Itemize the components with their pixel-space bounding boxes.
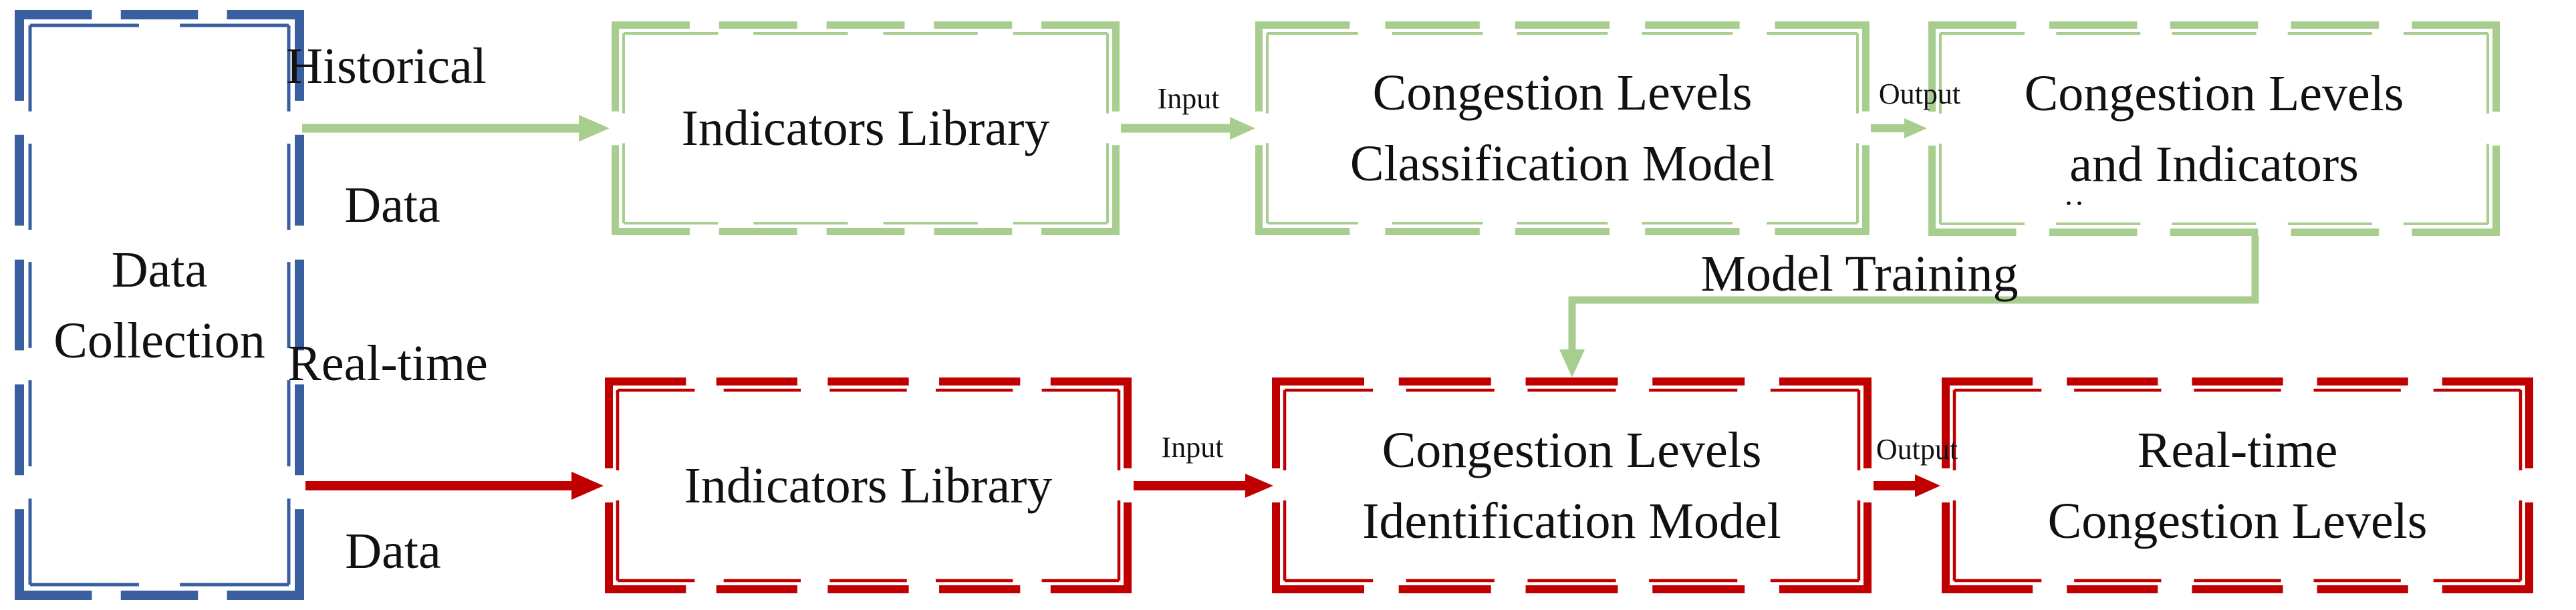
indicators-library-historical-border [612, 21, 1120, 235]
node-label: Congestion Levels [2047, 492, 2428, 549]
node-label: and Indicators [2069, 136, 2359, 192]
input-arrow-historical [1121, 117, 1255, 140]
model-training-arrowhead [1559, 300, 1585, 377]
node-classification-model: Congestion Levels Classification Model [1255, 21, 1870, 235]
node-identification-model: Congestion Levels Identification Model [1272, 377, 1872, 593]
node-label: Congestion Levels [2024, 65, 2404, 122]
historical-label: Historical [286, 38, 487, 94]
output-label-historical: Output [1878, 78, 1961, 110]
congestion-levels-and-indicators-border [1928, 21, 2500, 236]
node-label: Real-time [2137, 422, 2338, 478]
node-congestion-levels-and-indicators: Congestion Levels and Indicators [1928, 21, 2500, 236]
historical-data-label: Data [344, 177, 440, 233]
indicators-library-realtime-border [605, 377, 1132, 593]
data-collection-box-border [15, 10, 304, 600]
node-label: Congestion Levels [1382, 422, 1762, 478]
node-label: Collection [53, 312, 265, 369]
input-label-realtime: Input [1161, 431, 1224, 464]
stray-dots-artifact: .. [2065, 176, 2086, 212]
node-indicators-library-realtime: Indicators Library [605, 377, 1132, 593]
input-label-historical: Input [1157, 82, 1220, 115]
node-label: Identification Model [1362, 492, 1781, 549]
output-label-realtime: Output [1876, 433, 1958, 466]
output-arrow-realtime [1874, 474, 1940, 497]
node-realtime-congestion-levels: Real-time Congestion Levels [1942, 377, 2533, 593]
node-label: Data [111, 241, 208, 298]
realtime-data-arrow [305, 472, 604, 500]
input-arrow-realtime [1134, 474, 1273, 498]
realtime-data-label: Data [345, 523, 441, 579]
model-training-label: Model Training [1700, 246, 2019, 302]
node-label: Indicators Library [681, 100, 1050, 156]
node-label: Classification Model [1349, 136, 1775, 192]
realtime-label: Real-time [287, 335, 488, 392]
node-indicators-library-historical: Indicators Library [612, 21, 1120, 235]
node-data-collection: Data Collection [15, 10, 304, 600]
realtime-congestion-levels-border [1942, 377, 2533, 593]
historical-data-arrow [302, 115, 610, 142]
output-arrow-historical [1871, 118, 1927, 138]
node-label: Indicators Library [684, 457, 1053, 514]
node-label: Congestion Levels [1372, 65, 1753, 121]
identification-model-border [1272, 377, 1872, 593]
classification-model-border [1255, 21, 1870, 235]
